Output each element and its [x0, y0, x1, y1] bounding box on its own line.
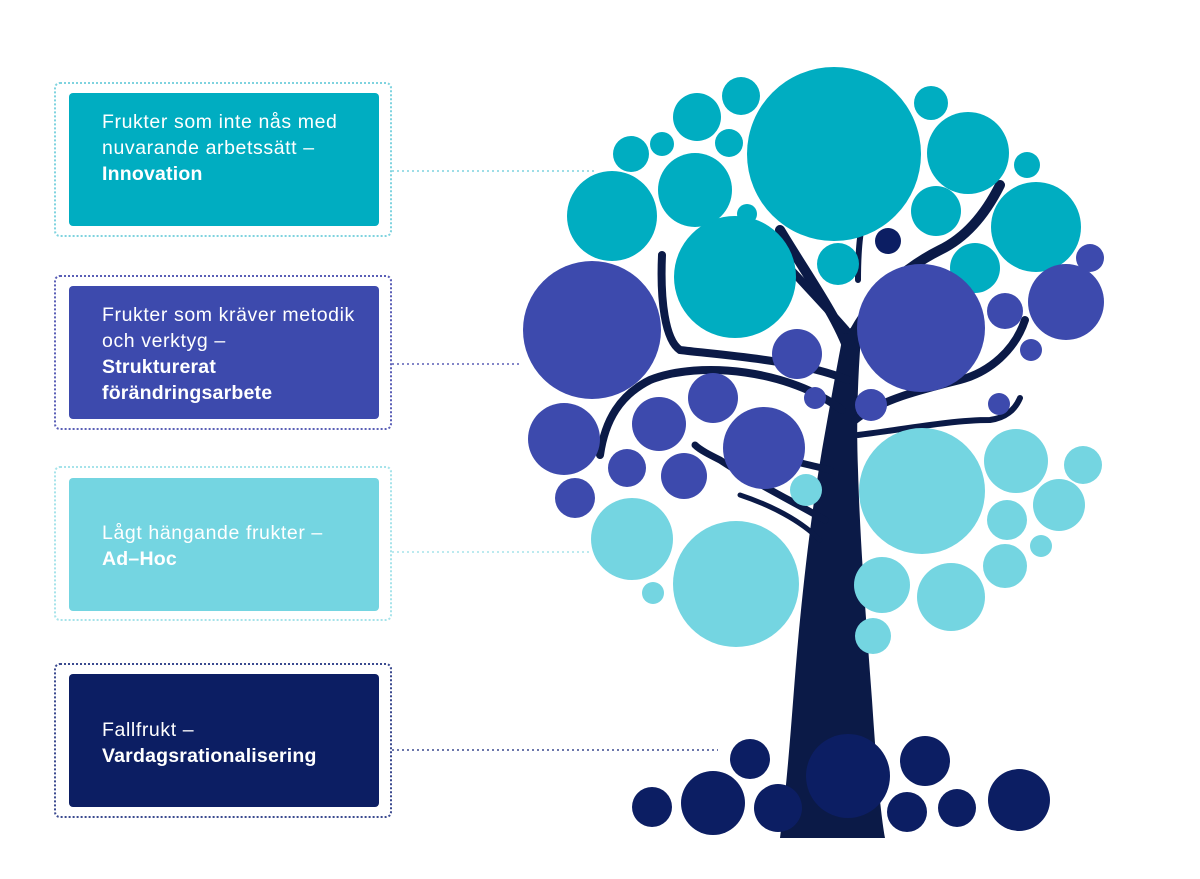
structured-label: Strukturerat förändringsarbete	[102, 356, 273, 404]
adhoc-box: Lågt hängande frukter – Ad–Hoc	[69, 478, 379, 611]
innovation-text: Frukter som inte nås med nuvarande arbet…	[102, 111, 338, 159]
structured-frame	[54, 275, 392, 430]
fallfruit-frame	[54, 663, 392, 818]
connector-lines	[392, 170, 718, 751]
innovation-box: Frukter som inte nås med nuvarande arbet…	[69, 93, 379, 226]
structured-text: Frukter som kräver metodik och verktyg –	[102, 304, 355, 352]
adhoc-label: Ad–Hoc	[102, 548, 177, 570]
structured-box: Frukter som kräver metodik och verktyg –…	[69, 286, 379, 419]
fruit-dark-small	[875, 228, 901, 254]
innovation-label: Innovation	[102, 163, 203, 185]
adhoc-frame	[54, 466, 392, 621]
innovation-frame	[54, 82, 392, 237]
fallfruit-box: Fallfrukt – Vardagsrationalisering	[69, 674, 379, 807]
structured-fruits	[523, 244, 1104, 518]
innovation-fruits	[567, 67, 1081, 338]
adhoc-text: Lågt hängande frukter –	[102, 522, 323, 544]
fallfruit-fruits	[632, 734, 1050, 835]
adhoc-fruits	[591, 428, 1102, 654]
fallfruit-text: Fallfrukt –	[102, 719, 195, 741]
fallfruit-label: Vardagsrationalisering	[102, 745, 317, 767]
tree-trunk	[780, 325, 885, 838]
